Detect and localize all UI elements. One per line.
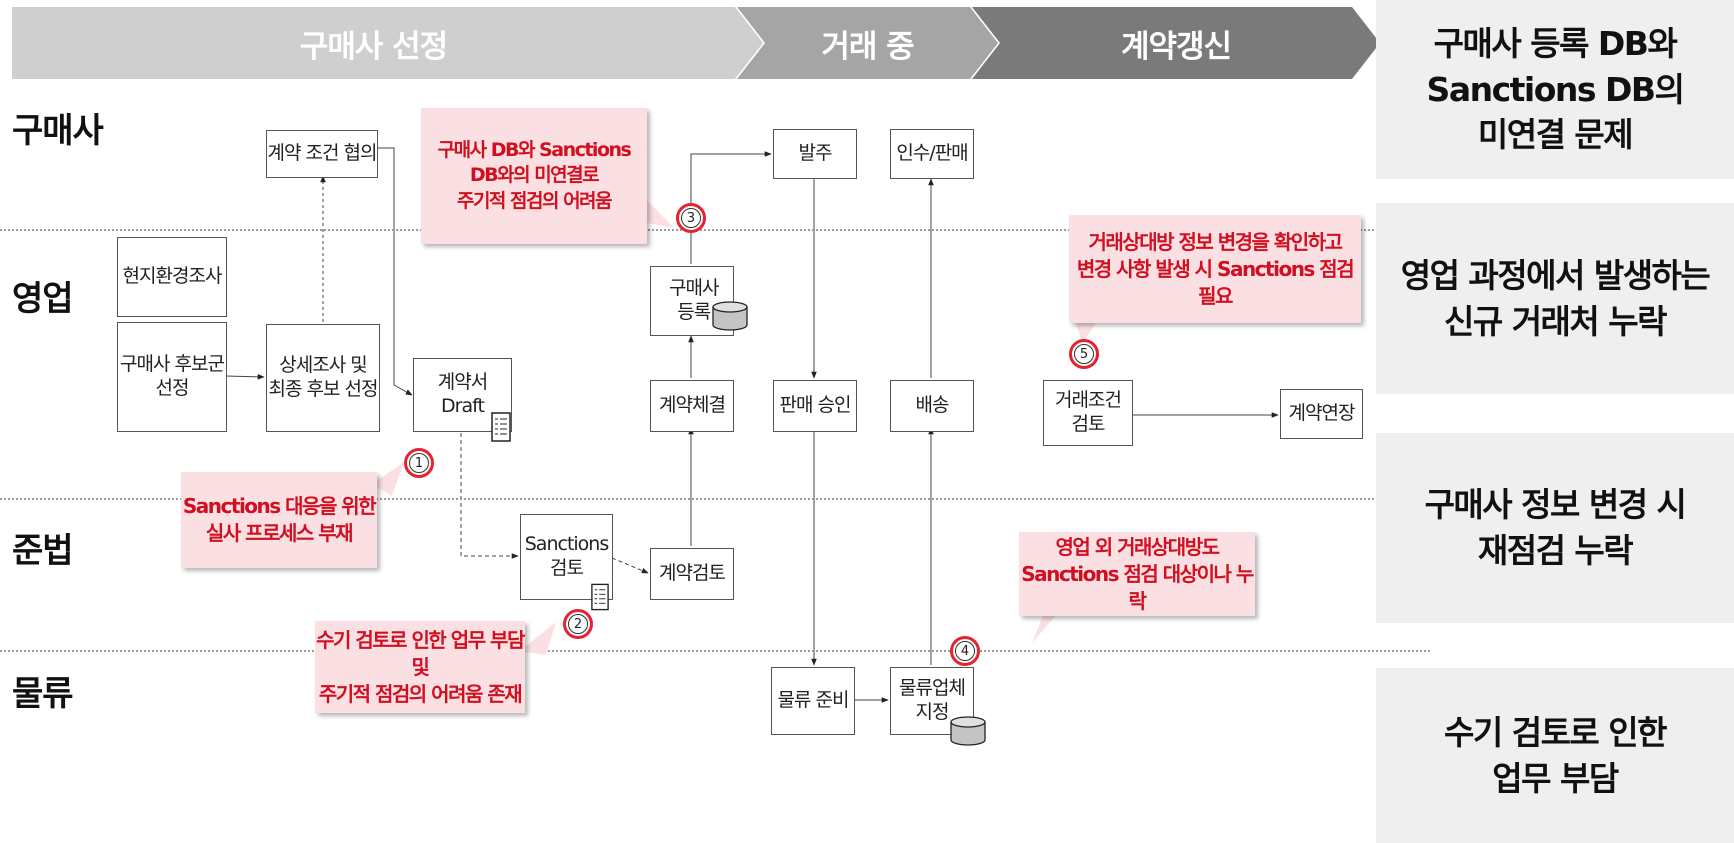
callout-5-info-change: 거래상대방 정보 변경을 확인하고 변경 사항 발생 시 Sanctions 점…	[1069, 215, 1361, 323]
lane-logistics-label: 물류	[12, 674, 74, 714]
callout-2-manual-review: 수기 검토로 인한 업무 부담 및 주기적 점검의 어려움 존재	[315, 621, 525, 713]
box-contract-review: 계약검토	[650, 548, 734, 600]
phase-select: 구매사 선정	[12, 7, 735, 79]
phase-renewal-label: 계약갱신	[1120, 28, 1232, 65]
box-sanctions-review: Sanctions 검토	[520, 514, 613, 600]
issue-db-unlinked: 구매사 등록 DB와 Sanctions DB의 미연결 문제	[1376, 0, 1734, 179]
box-sales-approval: 판매 승인	[773, 380, 857, 432]
phase-chevron-2	[737, 7, 998, 79]
callout-3-db-unlinked: 구매사 DB와 Sanctions DB와의 미연결로 주기적 점검의 어려움	[421, 108, 647, 244]
lane-separator	[0, 229, 1430, 231]
box-detailed-survey: 상세조사 및 최종 후보 선정	[266, 324, 380, 432]
database-icon	[712, 301, 748, 331]
lane-sales-label: 영업	[12, 279, 74, 319]
box-contract-terms: 계약 조건 협의	[266, 130, 378, 178]
box-order: 발주	[773, 129, 857, 179]
box-delivery: 배송	[890, 380, 974, 432]
phase-select-label: 구매사 선정	[299, 28, 448, 65]
marker-2: 2	[563, 609, 593, 639]
box-logistics-prep: 물류 준비	[771, 667, 855, 735]
box-acceptance: 인수/판매	[890, 129, 974, 179]
lane-compliance-label: 준법	[12, 531, 74, 571]
phase-renewal: 계약갱신	[1000, 7, 1352, 79]
marker-1: 1	[404, 448, 434, 478]
box-contract-extend: 계약연장	[1280, 389, 1363, 439]
lane-buyer-label: 구매사	[12, 111, 104, 151]
issue-recheck-omission: 구매사 정보 변경 시 재점검 누락	[1376, 433, 1734, 623]
marker-3: 3	[676, 203, 706, 233]
callout-1-no-due-diligence: Sanctions 대응을 위한 실사 프로세스 부재	[181, 472, 377, 568]
phase-chevron-3	[972, 7, 1380, 79]
callout-4-non-sales-counterparty: 영업 외 거래상대방도 Sanctions 점검 대상이나 누락	[1019, 532, 1255, 616]
issue-new-client-omission: 영업 과정에서 발생하는 신규 거래처 누락	[1376, 203, 1734, 394]
document-icon	[491, 412, 511, 442]
marker-4: 4	[950, 636, 980, 666]
lane-separator	[0, 650, 1430, 652]
box-candidate-select: 구매사 후보군 선정	[117, 322, 227, 432]
phase-trading-label: 거래 중	[821, 28, 914, 65]
box-terms-review: 거래조건 검토	[1043, 380, 1133, 446]
phase-chevron-1	[12, 7, 763, 79]
box-contract-sign: 계약체결	[650, 380, 734, 432]
document-icon	[591, 583, 609, 611]
box-local-survey: 현지환경조사	[117, 237, 227, 317]
issue-manual-burden: 수기 검토로 인한 업무 부담	[1376, 668, 1734, 843]
lane-separator	[0, 498, 1430, 500]
marker-5: 5	[1069, 339, 1099, 369]
database-icon	[950, 716, 986, 746]
phase-trading: 거래 중	[765, 7, 970, 79]
